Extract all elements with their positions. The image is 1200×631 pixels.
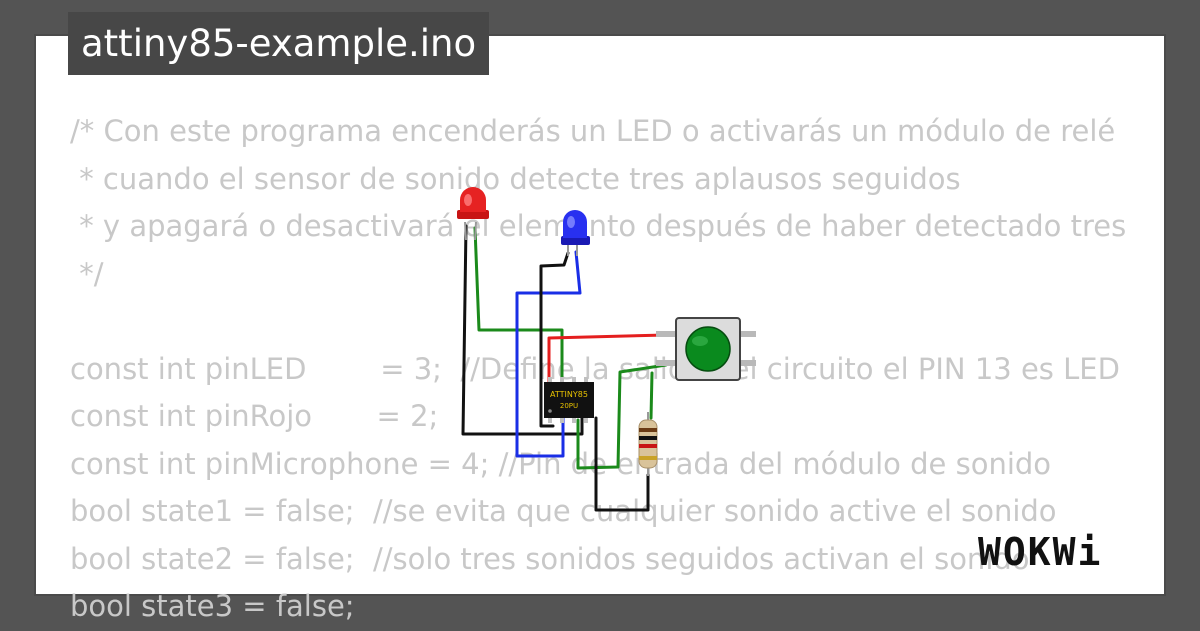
file-name-tab[interactable]: attiny85-example.ino xyxy=(68,12,490,75)
wire-black-red-led xyxy=(461,224,584,436)
code-line-4: */ xyxy=(70,256,104,291)
resistor[interactable] xyxy=(638,412,658,476)
code-preview: /* Con este programa encenderás un LED o… xyxy=(70,108,1168,631)
code-line-10: bool state2 = false; //solo tres sonidos… xyxy=(70,541,1030,576)
code-line-6: const int pinLED = 3; //Define la salida… xyxy=(70,351,1120,386)
project-preview-card: /* Con este programa encenderás un LED o… xyxy=(34,34,1166,623)
wire-black-resistor xyxy=(594,416,650,512)
chip-label-model: ATTINY85 xyxy=(550,390,588,399)
wire-green-button xyxy=(576,363,668,470)
code-line-7: const int pinRojo = 2; xyxy=(70,399,439,433)
wokwi-logo[interactable]: WOKWi xyxy=(978,530,1103,574)
pushbutton[interactable] xyxy=(656,317,756,381)
code-line-11: bool state3 = false; xyxy=(70,589,355,623)
wire-blue-led xyxy=(515,250,582,458)
code-line-2: * cuando el sensor de sonido detecte tre… xyxy=(70,161,961,196)
code-line-1: /* Con este programa encenderás un LED o… xyxy=(70,114,1116,148)
code-line-9: bool state1 = false; //se evita que cual… xyxy=(70,494,1057,528)
attiny85-chip[interactable]: ATTINY85 20PU xyxy=(544,377,594,423)
wire-green-resistor xyxy=(649,371,654,420)
wire-red-button xyxy=(547,333,668,386)
wire-green-red-led xyxy=(473,226,564,386)
chip-label-variant: 20PU xyxy=(560,402,578,410)
blue-led[interactable] xyxy=(561,210,590,256)
red-led[interactable] xyxy=(457,187,489,241)
code-line-8: const int pinMicrophone = 4; //Pin de en… xyxy=(70,446,1052,481)
wire-black-blue-led xyxy=(539,251,570,428)
